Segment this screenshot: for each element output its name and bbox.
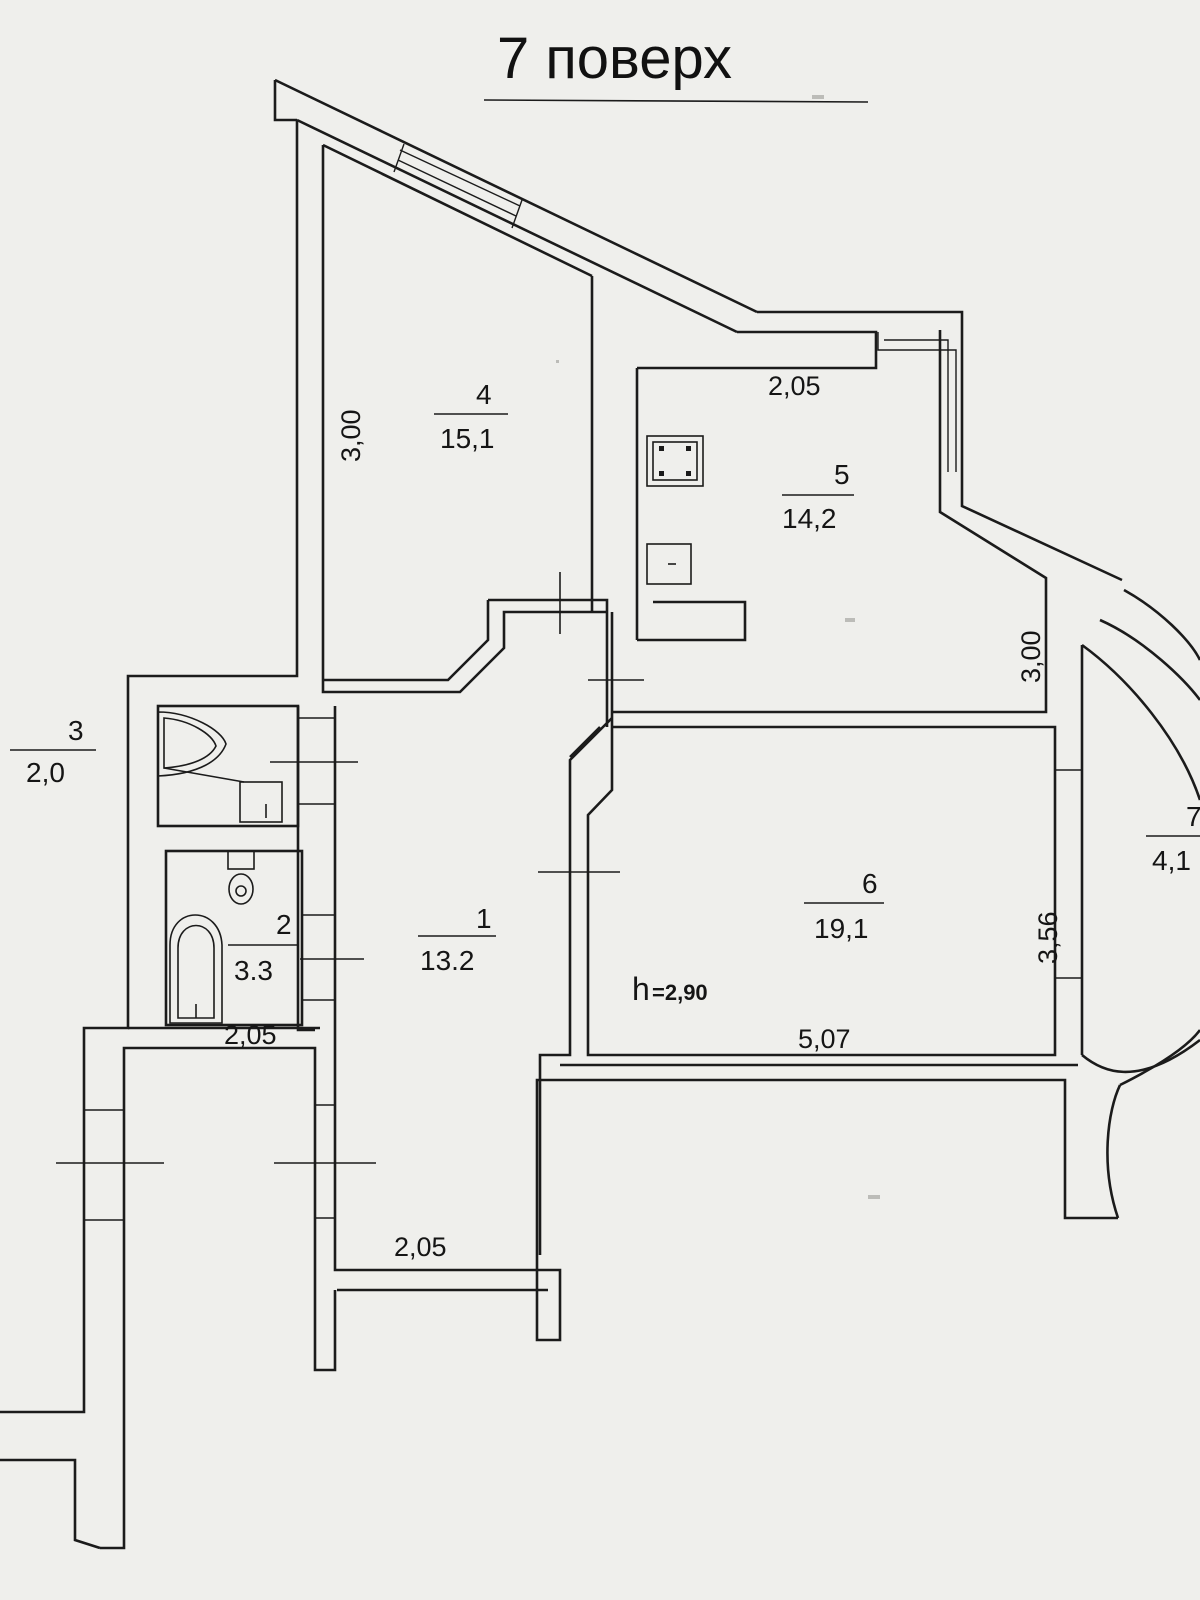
room-7-label: 7 4,1 bbox=[1146, 801, 1200, 876]
dim-room4-height: 3,00 bbox=[336, 409, 366, 462]
room-5-label: 5 14,2 bbox=[782, 459, 854, 534]
svg-text:=2,90: =2,90 bbox=[652, 980, 708, 1005]
stove-icon bbox=[646, 435, 704, 487]
svg-text:5: 5 bbox=[834, 459, 850, 490]
upper-window bbox=[393, 143, 523, 229]
svg-text:4,1: 4,1 bbox=[1152, 845, 1191, 876]
dim-room6-right: 3,56 bbox=[1033, 911, 1063, 964]
shower-icon bbox=[157, 711, 245, 783]
svg-text:7: 7 bbox=[1186, 801, 1200, 832]
bathtub-icon bbox=[169, 914, 223, 1024]
dim-corridor-width: 2,05 bbox=[394, 1232, 447, 1262]
svg-text:6: 6 bbox=[862, 868, 878, 899]
svg-text:2,0: 2,0 bbox=[26, 757, 65, 788]
svg-text:4: 4 bbox=[476, 379, 492, 410]
svg-text:1: 1 bbox=[476, 903, 492, 934]
svg-text:19,1: 19,1 bbox=[814, 913, 869, 944]
dim-room5-top: 2,05 bbox=[768, 371, 821, 401]
title-underline bbox=[483, 99, 869, 103]
svg-text:15,1: 15,1 bbox=[440, 423, 495, 454]
sink-icon bbox=[239, 781, 283, 823]
svg-text:13.2: 13.2 bbox=[420, 945, 475, 976]
svg-text:h: h bbox=[632, 971, 650, 1007]
room-1-label: 1 13.2 bbox=[418, 903, 496, 976]
fixtures bbox=[157, 435, 704, 1024]
svg-text:3.3: 3.3 bbox=[234, 955, 273, 986]
room-3-label: 3 2,0 bbox=[10, 715, 96, 788]
kitchen-sink-icon bbox=[646, 543, 692, 585]
scan-artifacts bbox=[556, 95, 880, 1199]
ceiling-height-label: h =2,90 bbox=[632, 971, 708, 1007]
room-2-label: 2 3.3 bbox=[228, 909, 298, 986]
svg-text:2: 2 bbox=[276, 909, 292, 940]
room-6-label: 6 19,1 bbox=[804, 868, 884, 944]
svg-text:3: 3 bbox=[68, 715, 84, 746]
room-4-label: 4 15,1 bbox=[434, 379, 508, 454]
dim-room6-bottom: 5,07 bbox=[798, 1024, 851, 1054]
toilet-icon bbox=[227, 850, 255, 905]
walls bbox=[0, 78, 1200, 1550]
plan-title: 7 поверх bbox=[497, 26, 732, 91]
dim-bath-width: 2,05 bbox=[224, 1020, 277, 1050]
door-marks bbox=[56, 572, 1082, 1221]
dim-room5-right: 3,00 bbox=[1016, 630, 1046, 683]
svg-text:14,2: 14,2 bbox=[782, 503, 837, 534]
